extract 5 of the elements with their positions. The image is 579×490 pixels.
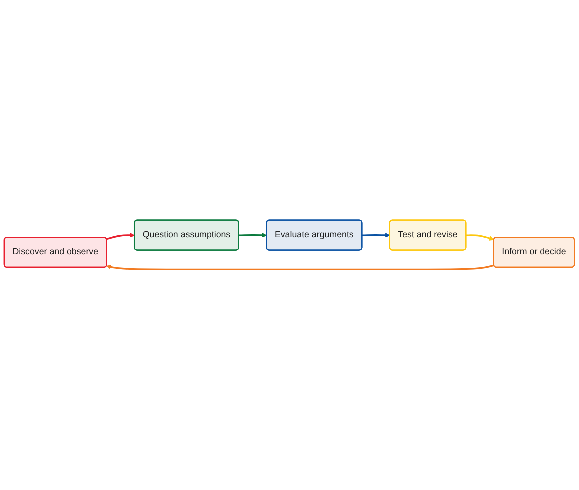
arrow xyxy=(362,233,390,238)
arrow xyxy=(106,233,136,240)
arrow xyxy=(239,233,268,238)
arrow xyxy=(466,234,494,241)
arrow xyxy=(106,264,494,270)
